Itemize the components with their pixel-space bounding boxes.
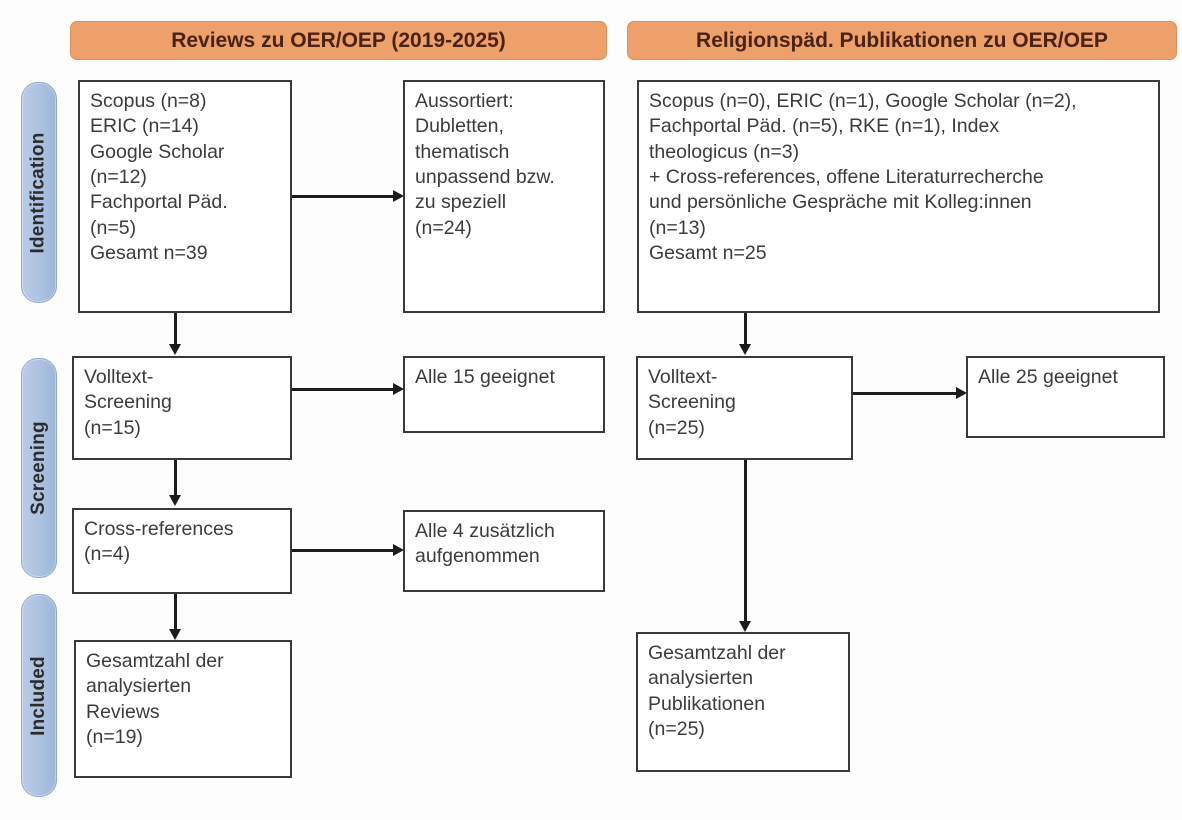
box-left-fulltext-screening: Volltext- Screening (n=15) — [72, 356, 292, 460]
connector-left-sources-to-fulltext — [174, 313, 177, 346]
connector-right-fulltext-to-result — [853, 392, 957, 395]
box-right-fulltext-result: Alle 25 geeignet — [966, 356, 1165, 438]
stage-label-identification: Identification — [28, 131, 49, 254]
connector-left-sources-to-excluded — [292, 195, 394, 198]
box-right-included-total: Gesamtzahl der analysierten Publikatione… — [636, 632, 850, 772]
box-left-fulltext-result: Alle 15 geeignet — [403, 356, 605, 433]
arrowhead-right-sources-to-fulltext — [739, 344, 751, 355]
box-left-crossreferences: Cross-references (n=4) — [72, 508, 292, 594]
arrowhead-left-fulltext-to-crossrefs — [169, 495, 181, 506]
connector-left-fulltext-to-crossrefs — [174, 460, 177, 497]
stage-pill-included: Included — [21, 594, 57, 797]
box-left-sources: Scopus (n=8) ERIC (n=14) Google Scholar … — [78, 80, 292, 313]
column-header-right: Religionspäd. Publikationen zu OER/OEP — [627, 21, 1177, 60]
box-right-sources: Scopus (n=0), ERIC (n=1), Google Scholar… — [637, 80, 1160, 313]
arrowhead-right-fulltext-to-result — [956, 387, 967, 399]
arrowhead-right-fulltext-to-included — [739, 621, 751, 632]
stage-label-screening: Screening — [28, 421, 50, 515]
box-right-fulltext-screening: Volltext- Screening (n=25) — [636, 356, 853, 460]
arrowhead-left-sources-to-fulltext — [169, 344, 181, 355]
stage-label-included: Included — [28, 655, 49, 736]
arrowhead-left-fulltext-to-result — [393, 383, 404, 395]
box-left-crossreferences-result: Alle 4 zusätzlich aufgenommen — [403, 510, 605, 592]
connector-right-sources-to-fulltext — [744, 313, 747, 346]
stage-pill-identification: Identification — [21, 82, 57, 303]
connector-left-fulltext-to-result — [292, 388, 394, 391]
box-left-excluded: Aussortiert: Dubletten, thematisch unpas… — [403, 80, 605, 313]
arrowhead-left-sources-to-excluded — [393, 190, 404, 202]
arrowhead-left-crossrefs-to-result — [393, 544, 404, 556]
connector-left-crossrefs-to-included — [174, 594, 177, 631]
box-left-included-total: Gesamtzahl der analysierten Reviews (n=1… — [74, 640, 292, 778]
stage-pill-screening: Screening — [21, 358, 57, 578]
column-header-left: Reviews zu OER/OEP (2019-2025) — [70, 21, 607, 60]
arrowhead-left-crossrefs-to-included — [169, 629, 181, 640]
connector-left-crossrefs-to-result — [292, 549, 394, 552]
connector-right-fulltext-to-included — [744, 460, 747, 623]
